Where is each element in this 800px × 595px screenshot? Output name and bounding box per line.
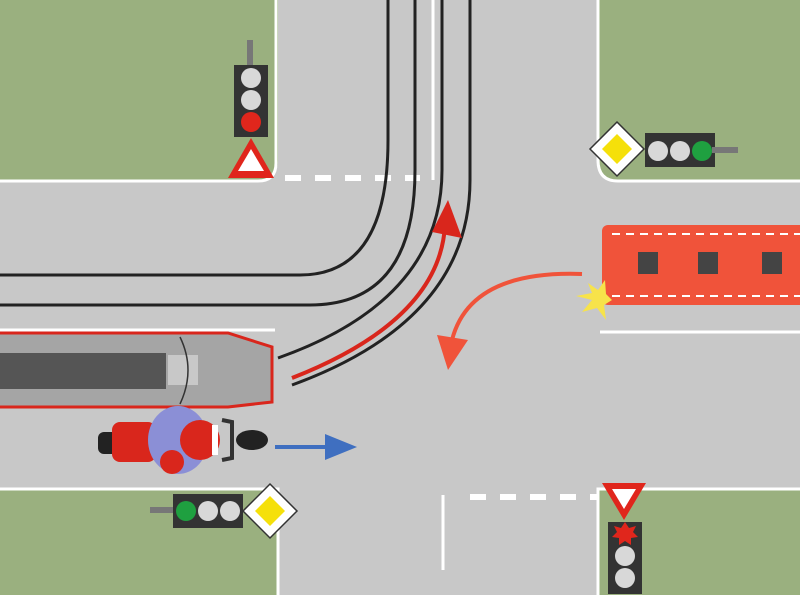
light-top-red-flashing xyxy=(612,522,638,545)
traffic-light-south-west xyxy=(150,494,243,528)
pole xyxy=(712,147,738,153)
tram xyxy=(0,331,274,409)
bus xyxy=(576,225,800,320)
priority-sign-north-east xyxy=(588,120,646,178)
tram-path-arrowhead xyxy=(432,200,462,238)
curb-line-ne xyxy=(596,0,800,183)
curb-line-sw xyxy=(0,487,280,595)
priority-sign-south-west xyxy=(241,482,299,540)
bus-window-3 xyxy=(762,252,782,274)
bus-path-arrow xyxy=(450,271,583,341)
motorcycle-arrowhead xyxy=(325,434,357,460)
bus-path-arrowhead xyxy=(437,335,468,370)
light-right xyxy=(220,501,240,521)
rail-2 xyxy=(0,0,417,307)
tram-path-arrow xyxy=(291,224,447,380)
rail-3 xyxy=(277,0,444,360)
tram-window xyxy=(168,355,198,385)
rail-1 xyxy=(0,0,390,277)
motorcycle-front-wheel xyxy=(236,430,268,450)
light-top xyxy=(241,68,261,88)
yield-sign-south-east xyxy=(602,483,646,520)
motorcycle-rider-shoulder xyxy=(160,450,184,474)
traffic-light-north-west xyxy=(234,40,268,137)
bus-turn-signal xyxy=(576,280,612,320)
bus-window-2 xyxy=(698,252,718,274)
bus-window-1 xyxy=(638,252,658,274)
sign-face xyxy=(255,496,285,526)
motorcycle-headlight xyxy=(212,425,218,455)
light-middle xyxy=(198,501,218,521)
light-middle xyxy=(241,90,261,110)
light-bottom-red xyxy=(241,112,261,132)
curb-line-se xyxy=(596,487,800,595)
traffic-light-north-east xyxy=(645,133,738,167)
light-left-green xyxy=(176,501,196,521)
pole xyxy=(150,507,176,513)
yield-sign-north-west xyxy=(228,138,274,178)
sign-face xyxy=(602,134,632,164)
light-bottom xyxy=(615,568,635,588)
tram-rails xyxy=(0,0,472,387)
sign-face xyxy=(238,149,264,171)
motorcycle-frame xyxy=(112,422,156,462)
sign-face xyxy=(612,489,636,509)
light-middle xyxy=(670,141,690,161)
motorcycle-rider-helmet xyxy=(180,420,220,460)
light-right-green xyxy=(692,141,712,161)
light-left xyxy=(648,141,668,161)
traffic-light-south-east xyxy=(608,522,642,594)
tram-front-line xyxy=(179,336,189,405)
tram-stripe xyxy=(0,353,166,389)
path-arrows xyxy=(275,200,583,460)
light-middle xyxy=(615,546,635,566)
motorcycle-handlebar xyxy=(221,418,234,462)
motorcycle xyxy=(98,406,268,474)
pole xyxy=(247,40,253,70)
rail-4 xyxy=(291,0,472,387)
